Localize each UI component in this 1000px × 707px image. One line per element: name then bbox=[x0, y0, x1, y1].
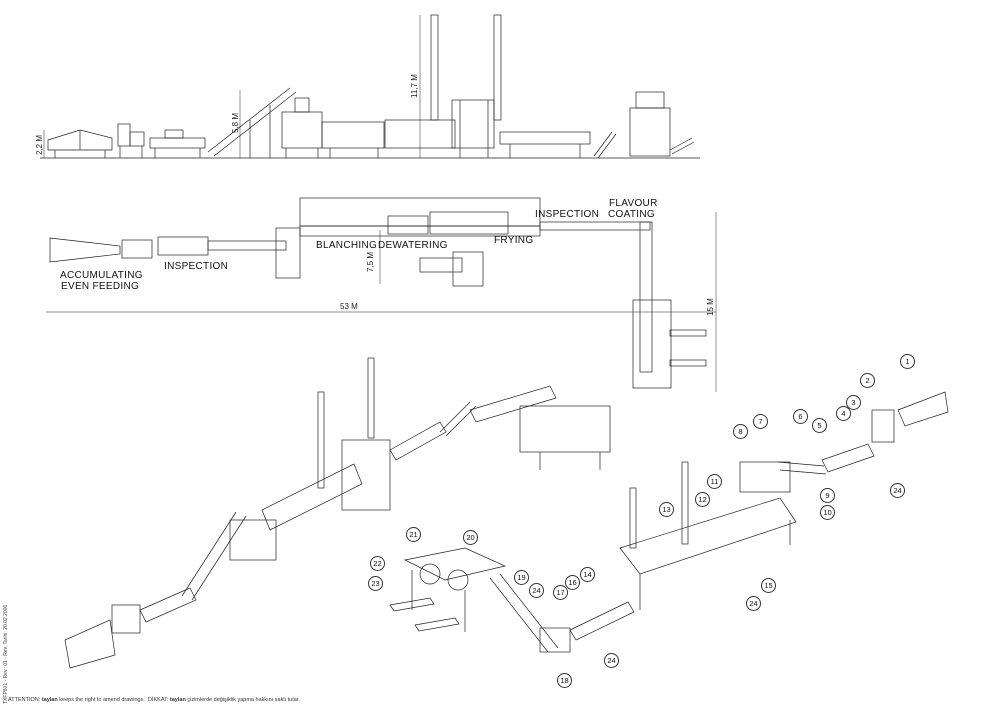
label-accumulating: ACCUMULATING bbox=[60, 270, 143, 281]
footer-attention-brand: taylan bbox=[41, 697, 58, 703]
callout-6: 6 bbox=[793, 409, 808, 424]
dim-height-elevator: 5,8 M bbox=[231, 112, 240, 133]
dim-height-chimney: 11,7 M bbox=[410, 74, 419, 98]
callout-16: 16 bbox=[565, 575, 580, 590]
dim-depth: 7,5 M bbox=[366, 251, 375, 272]
label-dewatering: DEWATERING bbox=[378, 240, 448, 251]
callout-24-d: 24 bbox=[604, 653, 619, 668]
callout-3: 3 bbox=[846, 395, 861, 410]
label-blanching: BLANCHING bbox=[316, 240, 378, 251]
callout-4: 4 bbox=[836, 406, 851, 421]
callout-12: 12 bbox=[695, 492, 710, 507]
callout-24-a: 24 bbox=[890, 483, 905, 498]
callout-1: 1 bbox=[900, 354, 915, 369]
plan-view bbox=[46, 197, 717, 392]
callout-14: 14 bbox=[580, 567, 595, 582]
footer-dikkat: DİKKAT: taylan çizimlerde değişiklik yap… bbox=[148, 697, 300, 703]
callout-15: 15 bbox=[761, 578, 776, 593]
label-inspection-1: INSPECTION bbox=[164, 261, 229, 272]
label-flavour: FLAVOUR bbox=[609, 198, 658, 209]
label-even-feeding: EVEN FEEDING bbox=[61, 281, 140, 292]
side-elevation-view bbox=[40, 14, 700, 159]
callout-10: 10 bbox=[820, 505, 835, 520]
callout-21: 21 bbox=[406, 527, 421, 542]
label-frying: FRYING bbox=[494, 235, 534, 246]
callout-24-c: 24 bbox=[529, 583, 544, 598]
label-coating: COATING bbox=[608, 209, 655, 220]
callout-17: 17 bbox=[553, 585, 568, 600]
footer-attention-prefix: ATTENTION: bbox=[8, 697, 41, 703]
dim-length: 53 M bbox=[340, 302, 358, 311]
footer-attention-text: keeps the right to amend drawings. bbox=[59, 697, 145, 703]
callout-8: 8 bbox=[733, 424, 748, 439]
callout-19: 19 bbox=[514, 570, 529, 585]
callout-23: 23 bbox=[368, 576, 383, 591]
footer-dikkat-brand: taylan bbox=[169, 697, 186, 703]
callout-9: 9 bbox=[820, 488, 835, 503]
document-revision: TXFP601 - Rev.: 01 - Rev. Tarihi: 20.02.… bbox=[3, 604, 9, 704]
callout-7: 7 bbox=[753, 414, 768, 429]
footer-dikkat-prefix: DİKKAT: bbox=[148, 697, 169, 703]
dim-width: 15 M bbox=[706, 298, 715, 316]
callout-13: 13 bbox=[659, 502, 674, 517]
callout-24-b: 24 bbox=[746, 596, 761, 611]
footer-attention: ATTENTION: taylan keeps the right to ame… bbox=[8, 697, 145, 703]
dim-height-left: 2,2 M bbox=[35, 134, 44, 155]
callout-2: 2 bbox=[860, 373, 875, 388]
callout-18: 18 bbox=[557, 673, 572, 688]
callout-5: 5 bbox=[812, 418, 827, 433]
isometric-view bbox=[64, 357, 949, 669]
callout-20: 20 bbox=[463, 530, 478, 545]
callout-22: 22 bbox=[370, 556, 385, 571]
label-inspection-2: INSPECTION bbox=[535, 209, 600, 220]
callout-11: 11 bbox=[707, 474, 722, 489]
footer-dikkat-text: çizimlerde değişiklik yapma hakkını sakl… bbox=[187, 697, 300, 703]
